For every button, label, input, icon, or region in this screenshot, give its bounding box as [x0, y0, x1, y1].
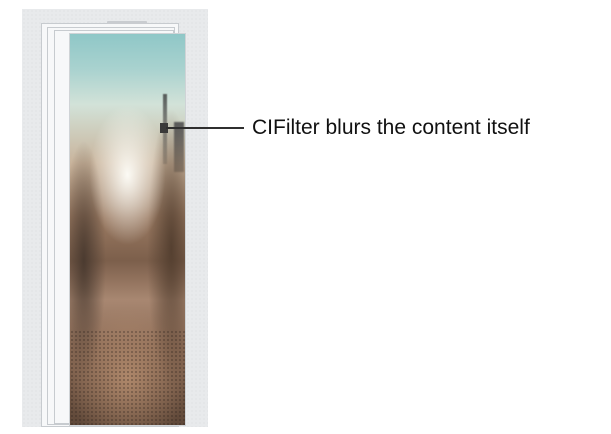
blurred-building — [174, 122, 184, 172]
blurred-ground — [70, 330, 185, 425]
callout-leader-line — [166, 127, 244, 129]
callout-label: CIFilter blurs the content itself — [252, 116, 530, 139]
blurred-photo — [69, 33, 186, 426]
callout-anchor — [160, 123, 168, 133]
screenshot-panel — [22, 9, 208, 427]
window-title-bar — [107, 21, 147, 24]
